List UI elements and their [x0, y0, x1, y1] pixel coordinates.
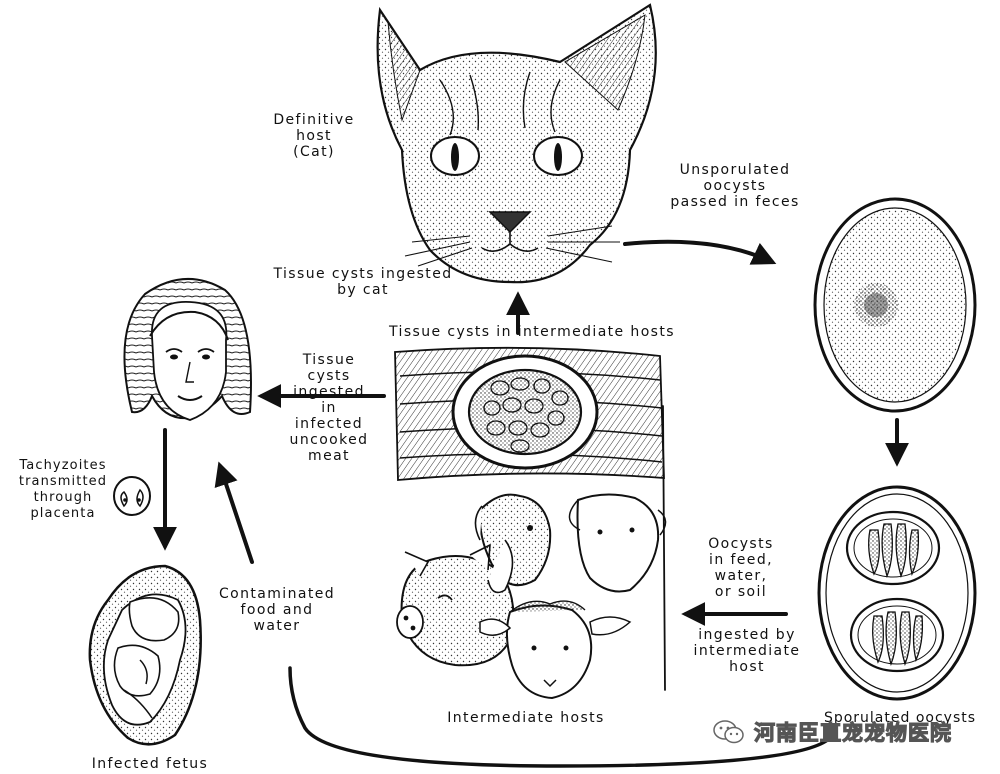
tissue-cysts-ingested-by-cat-label: Tissue cysts ingested by cat	[273, 266, 453, 298]
sporulated-oocysts-label: Sporulated oocysts	[823, 710, 977, 726]
return-curve-oocyst-to-food	[288, 666, 832, 768]
arrow-food-to-human	[214, 461, 254, 564]
infected-fetus-label: Infected fetus	[91, 756, 209, 772]
tachyzoites-illustration	[113, 476, 151, 516]
intermediate-hosts-label: Intermediate hosts	[447, 710, 605, 726]
wechat-icon	[713, 720, 744, 744]
tissue-cysts-intermediate-label: Tissue cysts in intermediate hosts	[389, 324, 675, 340]
infected-fetus-illustration	[88, 564, 202, 746]
oocysts-in-feed-label: Oocysts in feed, water, or soil	[708, 536, 774, 600]
watermark: 河南臣直宠宠物医院	[712, 716, 952, 748]
ingested-by-intermediate-host-label: ingested by intermediate host	[693, 627, 801, 675]
contaminated-food-water-label: Contaminated food and water	[218, 586, 336, 634]
cycle-arrows	[153, 239, 909, 768]
tissue-cyst-illustration	[394, 346, 665, 481]
arrow-cat-to-oocyst	[623, 239, 777, 265]
unsporulated-oocyst-illustration	[813, 197, 977, 413]
unsporulated-oocysts-label: Unsporulated oocysts passed in feces	[670, 162, 800, 210]
watermark-text: 河南臣直宠宠物医院	[753, 720, 952, 745]
definitive-host-label: Definitive host (Cat)	[273, 112, 355, 160]
human-illustration	[123, 278, 252, 421]
cat-illustration	[376, 3, 657, 284]
sporulated-oocyst-illustration	[817, 485, 977, 701]
tissue-cysts-uncooked-meat-label: Tissue cysts ingested in infected uncook…	[289, 352, 369, 464]
tachyzoites-label: Tachyzoites transmitted through placenta	[18, 458, 108, 521]
intermediate-hosts-illustration	[396, 493, 667, 700]
bracket-intermediate	[662, 405, 666, 691]
